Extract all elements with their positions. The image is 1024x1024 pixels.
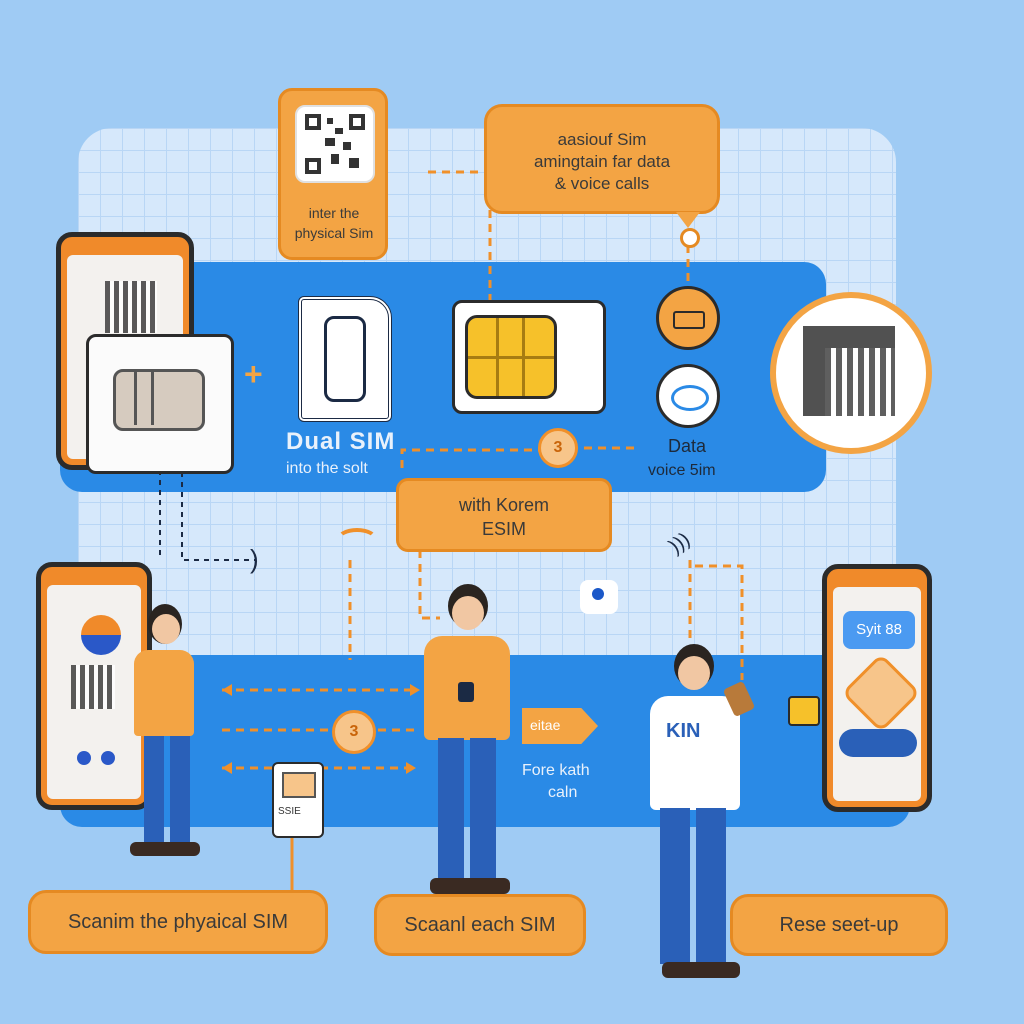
envelope-card: SSIE (272, 762, 324, 838)
sim-card-outline-icon (298, 296, 392, 422)
phone-right: Syit 88 (822, 564, 932, 812)
qr-code-icon (295, 105, 375, 183)
right-phone-chip: Syit 88 (843, 611, 915, 649)
scan-each-sim-button[interactable]: Scaanl each SIM (374, 894, 586, 956)
sim-chip-icon (465, 315, 557, 399)
person-left (126, 604, 206, 864)
person-right: KIN (640, 644, 760, 980)
envelope-icon (282, 772, 316, 798)
shirt-text: KIN (666, 720, 701, 742)
sim-tray-card (86, 334, 234, 474)
plus-icon: + (244, 356, 263, 392)
qr-code-icon (803, 326, 895, 416)
toggle-switch[interactable] (839, 729, 917, 757)
step-badge-middle: 3 (332, 710, 376, 754)
person-middle (418, 584, 518, 896)
step-badge-top: 3 (538, 428, 578, 468)
into-slot-text: into the solt (286, 460, 368, 477)
arrow-label-text: eitae (530, 717, 561, 733)
signal-icon: ) (250, 544, 259, 574)
right-phone-chip-text: Syit 88 (856, 621, 902, 638)
speech-tail (676, 212, 700, 228)
envelope-caption: SSIE (278, 806, 301, 817)
location-pin-icon (580, 580, 618, 614)
arrow-label: eitae (522, 708, 598, 744)
reset-setup-button[interactable]: Rese seet-up (730, 894, 948, 956)
fore-line-2: caln (548, 784, 578, 801)
callout-line-3: & voice calls (554, 174, 650, 193)
korea-flag-icon (81, 615, 121, 655)
id-card-icon (656, 286, 720, 350)
qr-code-circle (770, 292, 932, 454)
voice-sim-label: voice 5im (648, 462, 716, 479)
data-label: Data (668, 436, 707, 456)
sim-card-icon (113, 369, 205, 431)
phone-in-hand (458, 682, 474, 702)
sim-swap-icon (656, 364, 720, 428)
callout-korean-esim: with Korem ESIM (396, 478, 612, 552)
scan-physical-sim-button[interactable]: Scanim the phyaical SIM (28, 890, 328, 954)
fore-line-1: Fore kath (522, 762, 590, 779)
qr-code-icon (71, 665, 115, 709)
location-pin-icon (680, 228, 700, 248)
qr-code-icon (105, 281, 157, 333)
callout-physical-sim: inter the physical Sim (278, 88, 388, 260)
callout-physical-sim-text: inter the physical Sim (294, 205, 374, 241)
phone-bottom-left (36, 562, 152, 810)
callout-korean-esim-text: with Korem ESIM (458, 495, 550, 539)
callout-line-1: aasiouf Sim (557, 130, 647, 149)
sim-chip-icon (788, 696, 820, 726)
callout-sim-data-voice: aasiouf Sim amingtain far data & voice c… (484, 104, 720, 214)
dual-sim-title: Dual SIM (286, 428, 396, 455)
callout-line-2: amingtain far data (533, 152, 671, 171)
wifi-icon (336, 528, 378, 552)
sim-chip-card (452, 300, 606, 414)
